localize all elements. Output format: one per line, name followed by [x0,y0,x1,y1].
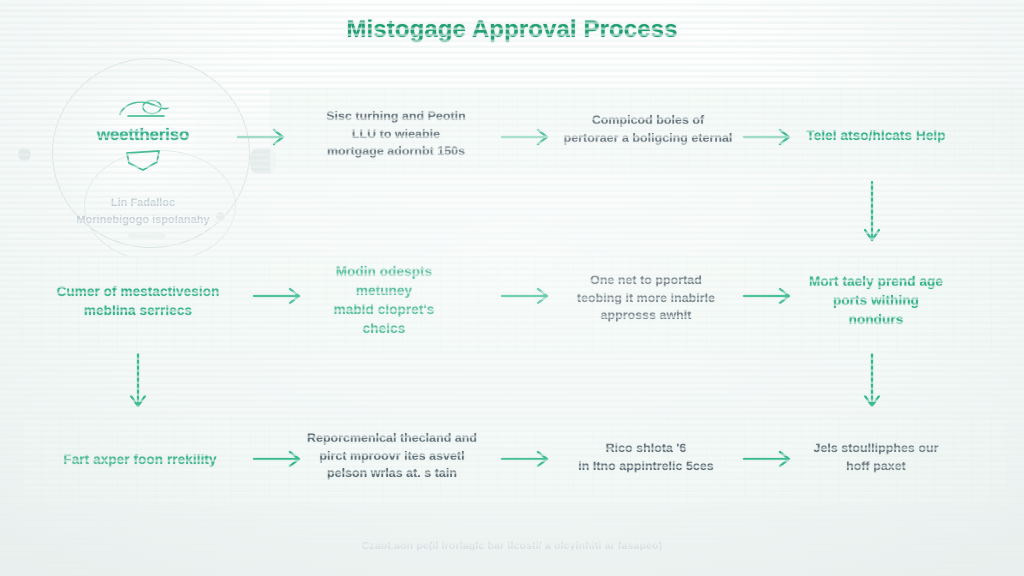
node-1-3-line-1: Compicod boles of [591,113,705,127]
brand-subtitle-line-2: Morinebigogo ispolanahy [76,213,210,226]
node-2-2[interactable]: Modin odespts metuney mabld clopret's ch… [300,262,468,339]
node-2-4-line-1: Mort taely prend age [808,274,944,289]
node-3-1[interactable]: Fart axper foon rrekility [32,450,248,469]
node-2-1-line-2: meblina serriecs [83,303,193,319]
node-1-3[interactable]: Compicod boles of pertoraer a boligcing … [548,112,748,147]
arrow-down-icon [129,352,147,408]
brand-subtitle-line-1: Lin Fadalloc [110,197,176,209]
arrow-right-icon [742,450,791,468]
page-title-text: Mistogage Approval Process [346,16,678,43]
page-title: Mistogage Approval Process [0,16,1024,44]
node-1-3-line-2: pertoraer a boligcing eternal [563,130,733,145]
node-2-2-line-4: cheics [362,321,406,337]
node-3-4-line-2: hoff paxet [846,458,906,473]
arrow-down-icon [863,180,881,242]
node-2-2-line-2: metuney [355,283,413,299]
node-2-1-line-1: Cumer of mestactivesion [56,284,220,299]
node-2-3[interactable]: One net to pportad teobing it more inabi… [548,272,744,325]
node-1-4-line-1: Telel atso/hlcats Help [806,128,946,143]
node-3-4-line-1: Jels stoullipphes our [813,441,939,455]
node-2-3-line-2: teobing it more inabirle [576,290,716,305]
node-2-1[interactable]: Cumer of mestactivesion meblina serriecs [30,282,246,320]
node-2-3-line-3: approsss awhlt [600,308,692,323]
node-3-2-line-1: Reporcmenlcal thecland and [307,431,477,445]
node-3-4[interactable]: Jels stoullipphes our hoff paxet [778,440,974,475]
node-2-4[interactable]: Mort taely prend age ports withing nondu… [778,272,974,329]
arrow-right-icon [236,128,285,146]
arrow-right-icon [252,287,301,305]
arrow-right-icon [252,450,301,468]
node-3-3[interactable]: Rico shlota '6 in Itno appintrelic 5ces [548,440,744,475]
node-1-4[interactable]: Telel atso/hlcats Help [778,126,974,145]
arrow-right-icon [742,287,791,305]
node-3-3-line-1: Rico shlota '6 [605,441,687,455]
node-2-4-line-2: ports withing [832,293,920,309]
node-2-3-line-1: One net to pportad [590,273,702,287]
abstract-shield-icon [126,150,160,171]
arrow-right-icon [500,287,549,305]
node-2-2-line-3: mabld clopret's [333,302,435,318]
arrow-down-icon [863,352,881,408]
node-3-2[interactable]: Reporcmenlcal thecland and pirct mproovr… [292,430,492,483]
node-2-4-line-3: nondurs [848,312,904,328]
footer-caption: Czaot.aon pe(il irorlaglc bar ilcosti/ a… [361,540,663,552]
brand-wordmark: weettheriso [96,125,190,144]
node-1-2-line-1: Sisc turhing and Peotln [326,109,466,123]
node-3-3-line-2: in Itno appintrelic 5ces [578,458,714,473]
node-1-2-line-3: mortgage adornbt 150s [326,144,466,159]
node-3-2-line-3: pelson wrlas at. s tain [327,466,457,481]
arrow-right-icon [500,450,549,468]
abstract-swoosh-icon [119,99,169,117]
decorative-dot [128,232,166,239]
decorative-dot [18,148,31,161]
node-2-2-line-1: Modin odespts [335,264,433,279]
node-3-2-line-2: pirct mproovr ites asvetl [319,448,465,463]
node-1-2[interactable]: Sisc turhing and Peotln LLU to wieable m… [300,108,492,161]
node-3-1-line-1: Fart axper foon rrekility [63,452,217,467]
node-1-2-line-2: LLU to wieable [351,126,441,141]
arrow-right-icon [500,128,549,146]
arrow-right-icon [742,128,791,146]
brand-subtitle: Lin Fadalloc Morinebigogo ispolanahy [76,195,209,228]
node-brand[interactable]: weettheriso Lin Fadalloc Morinebigogo is… [58,96,228,228]
